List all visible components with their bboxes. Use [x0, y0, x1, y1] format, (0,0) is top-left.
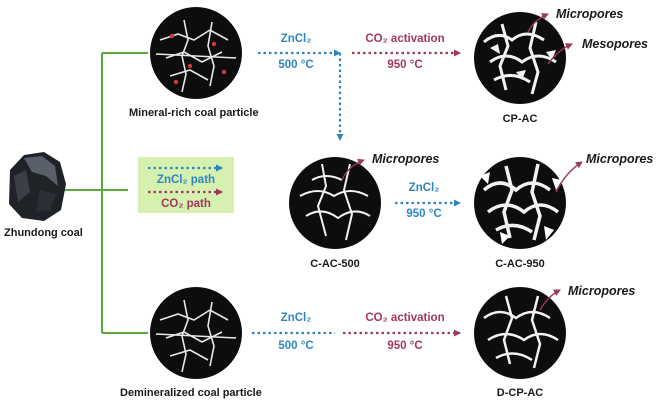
- cp-ac-mesopores-pointer: [547, 43, 573, 65]
- c-ac-500-label: C-AC-500: [310, 258, 360, 270]
- top-co2-temp: 950 °C: [387, 59, 423, 71]
- c-ac-950-particle: [474, 157, 566, 249]
- cp-ac-micropores-label: Micropores: [556, 7, 624, 21]
- zhundong-coal-lump: [9, 152, 66, 221]
- cp-ac-micropores-pointer: [527, 13, 549, 33]
- demineralized-label: Demineralized coal particle: [120, 387, 262, 399]
- branch-tree: [64, 52, 148, 334]
- cp-ac-mesopores-label: Mesopores: [582, 37, 648, 51]
- d-cp-ac-particle: [474, 287, 566, 379]
- c-ac-500-micropores-label: Micropores: [372, 152, 440, 166]
- d-cp-ac-micropores-label: Micropores: [568, 284, 636, 298]
- zhundong-coal-label: Zhundong coal: [4, 227, 83, 239]
- c-ac-950-micropores-pointer: [555, 161, 583, 193]
- bottom-zncl2-agent: ZnCl₂: [280, 312, 312, 324]
- top-zncl2-temp: 500 °C: [278, 59, 314, 71]
- legend-co2-label: CO₂ path: [161, 198, 211, 210]
- mid-zncl2-temp: 950 °C: [406, 208, 442, 220]
- cp-ac-label: CP-AC: [502, 113, 538, 125]
- legend-zncl2-label: ZnCl₂ path: [156, 174, 216, 186]
- mineral-rich-coal-particle: [150, 7, 242, 99]
- c-ac-500-particle: [289, 157, 381, 249]
- c-ac-950-label: C-AC-950: [495, 258, 545, 270]
- c-ac-500-micropores-pointer: [341, 158, 365, 181]
- c-ac-950-micropores-label: Micropores: [586, 152, 654, 166]
- bottom-co2-temp: 950 °C: [387, 340, 423, 352]
- bottom-co2-agent: CO₂ activation: [365, 312, 445, 324]
- d-cp-ac-label: D-CP-AC: [496, 387, 544, 399]
- bottom-zncl2-temp: 500 °C: [278, 340, 314, 352]
- mid-zncl2-agent: ZnCl₂: [408, 182, 440, 194]
- d-cp-ac-micropores-pointer: [539, 289, 561, 311]
- top-co2-agent: CO₂ activation: [365, 33, 445, 45]
- cp-ac-particle: [474, 12, 566, 104]
- mineral-rich-label: Mineral-rich coal particle: [129, 107, 259, 119]
- demineralized-coal-particle: [150, 287, 242, 379]
- top-zncl2-agent: ZnCl₂: [280, 33, 312, 45]
